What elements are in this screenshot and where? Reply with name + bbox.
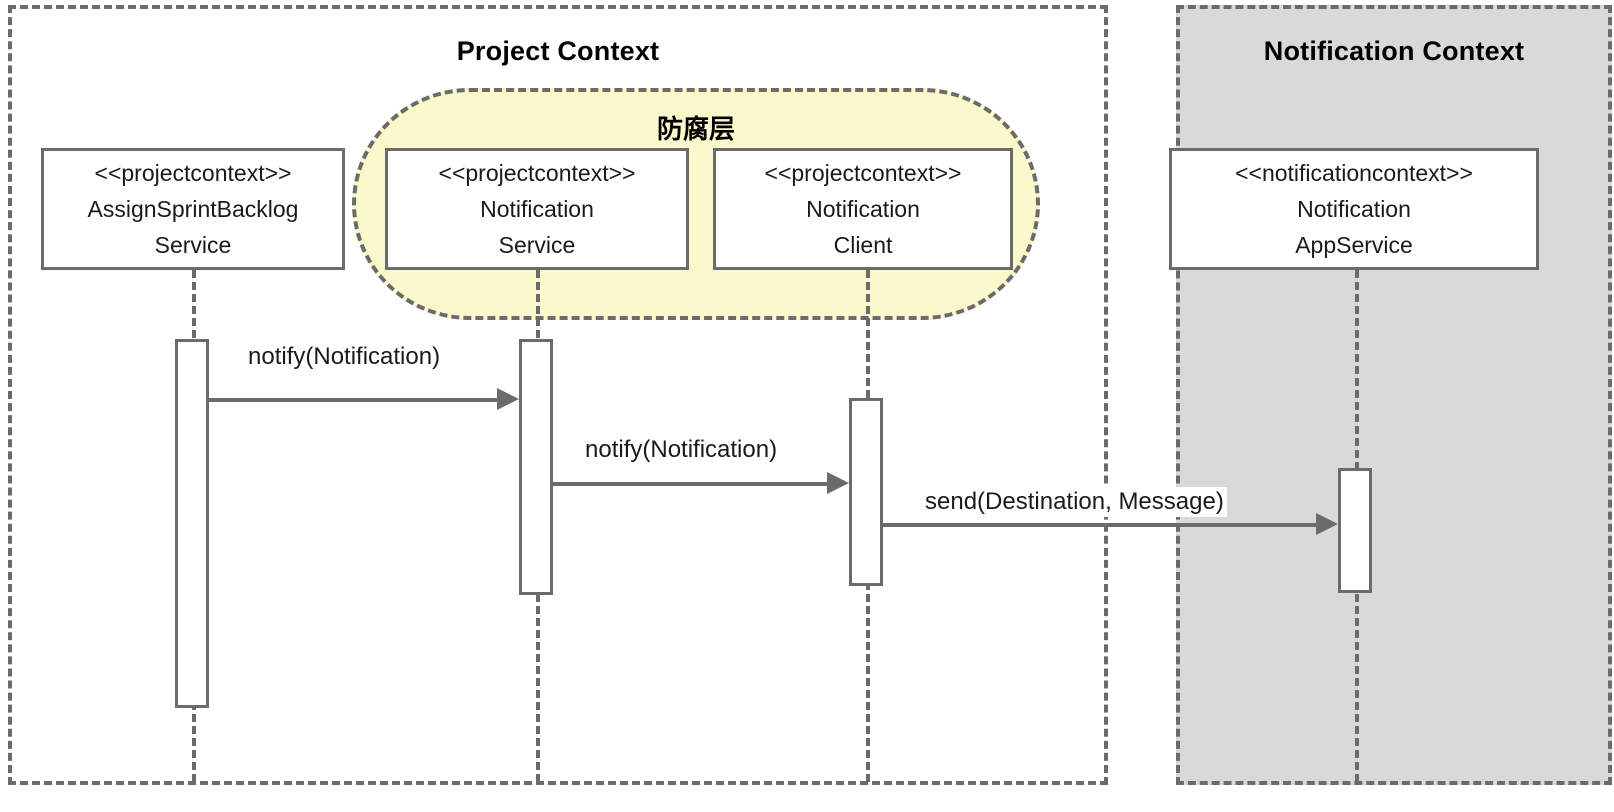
message-arrowhead-3 [1316, 513, 1338, 535]
participant-stereotype: <<projectcontext>> [438, 159, 636, 186]
participant-notification-app-service[interactable]: <<notificationcontext>> Notification App… [1169, 148, 1539, 270]
message-label-2: notify(Notification) [585, 436, 778, 463]
participant-name-line1: Notification [1297, 195, 1411, 222]
participant-name-line2: Service [498, 232, 576, 259]
message-line-1 [209, 398, 501, 402]
participant-name-line1: AssignSprintBacklog [87, 195, 299, 222]
participant-name-line2: Service [154, 232, 232, 259]
activation-bar-notification-client [849, 398, 883, 586]
participant-name-line1: Notification [480, 195, 594, 222]
activation-bar-notification-service [519, 339, 553, 595]
participant-assign-sprint-backlog-service[interactable]: <<projectcontext>> AssignSprintBacklog S… [41, 148, 345, 270]
anti-corruption-layer-title: 防腐层 [656, 115, 735, 145]
participant-stereotype: <<notificationcontext>> [1235, 159, 1473, 186]
participant-name-line1: Notification [806, 195, 920, 222]
participant-name-line2: AppService [1295, 232, 1413, 259]
message-arrowhead-2 [827, 472, 849, 494]
participant-name-line2: Client [833, 232, 893, 259]
message-label-1: notify(Notification) [248, 343, 441, 370]
activation-bar-notification-app-service [1338, 468, 1372, 593]
notification-context-boundary: Notification Context [1176, 5, 1612, 785]
message-line-2 [553, 482, 831, 486]
activation-bar-assign-sprint-backlog-service [175, 339, 209, 708]
message-label-3: send(Destination, Message) [922, 487, 1227, 517]
participant-stereotype: <<projectcontext>> [94, 159, 292, 186]
participant-notification-service[interactable]: <<projectcontext>> Notification Service [385, 148, 689, 270]
participant-notification-client[interactable]: <<projectcontext>> Notification Client [713, 148, 1013, 270]
message-arrowhead-1 [497, 388, 519, 410]
notification-context-title: Notification Context [1263, 36, 1525, 66]
project-context-title: Project Context [456, 36, 660, 66]
participant-stereotype: <<projectcontext>> [764, 159, 962, 186]
message-line-3 [883, 523, 1320, 527]
